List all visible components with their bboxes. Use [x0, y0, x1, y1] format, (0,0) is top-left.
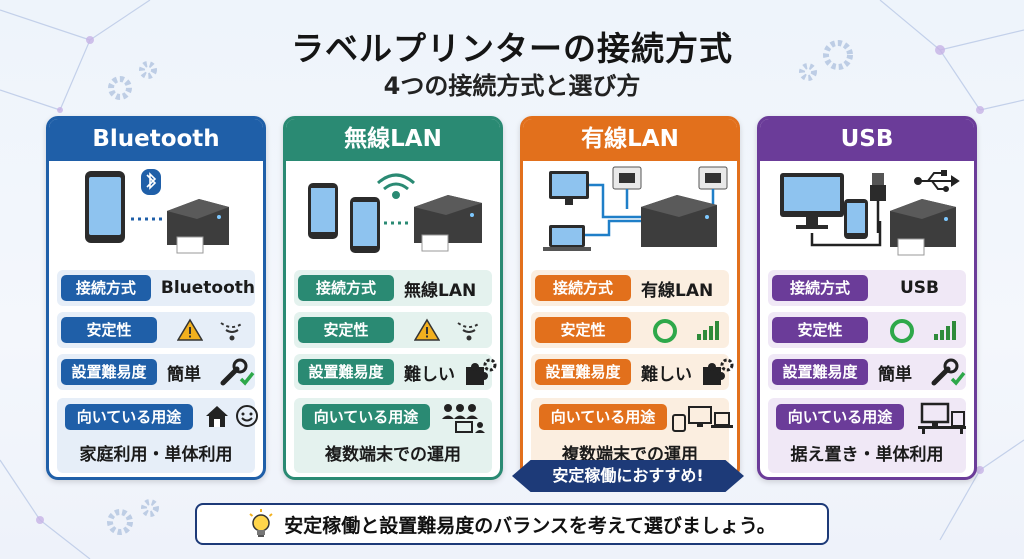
- page-title: ラベルプリンターの接続方式: [291, 29, 733, 68]
- row-stability: 安定性: [57, 312, 255, 348]
- house-icon: [206, 406, 228, 427]
- difficulty-label: 設置難易度: [535, 359, 631, 385]
- usage-label: 向いている用途: [302, 404, 430, 430]
- card-wired-lan: 有線LAN: [520, 116, 740, 480]
- desktop-monitor-icon: [549, 171, 589, 205]
- row-usage: 向いている用途 据え置き・単体利用: [768, 398, 966, 473]
- method-value: 有線LAN: [641, 280, 714, 301]
- warning-icon: [177, 318, 203, 341]
- difficulty-label: 設置難易度: [61, 359, 157, 385]
- strong-signal-icon: [934, 321, 956, 340]
- label-printer-icon: [414, 195, 482, 252]
- usb-illustration: [760, 161, 974, 267]
- smartphone-icon: [308, 183, 338, 239]
- smartphone-icon: [844, 199, 868, 239]
- label-printer-icon: [890, 199, 956, 256]
- card-usb: USB: [757, 116, 977, 480]
- row-usage: 向いている用途 家庭利用・単体利用: [57, 398, 258, 473]
- puzzle-gear-icon: [466, 358, 497, 385]
- usage-label: 向いている用途: [65, 404, 193, 430]
- ethernet-port-icon: [698, 166, 728, 190]
- usage-value: 家庭利用・単体利用: [79, 445, 233, 465]
- smartphone-icon: [85, 171, 125, 243]
- usage-value: 据え置き・単体利用: [790, 445, 944, 465]
- row-stability: 安定性: [294, 312, 492, 348]
- recommended-badge: 安定稼働におすすめ!: [512, 460, 744, 492]
- wrench-check-icon: [931, 358, 966, 386]
- row-difficulty: 設置難易度 簡単: [57, 354, 255, 390]
- card-title: 有線LAN: [523, 119, 737, 161]
- difficulty-value: 簡単: [878, 364, 912, 385]
- difficulty-label: 設置難易度: [772, 359, 868, 385]
- lightbulb-icon: [249, 509, 273, 537]
- desktop-monitor-icon: [780, 173, 844, 229]
- card-wireless-lan: 無線LAN 接続方式 無線LAN: [283, 116, 503, 480]
- card-title: USB: [760, 119, 974, 161]
- method-value: USB: [900, 278, 940, 298]
- bluetooth-icon: [141, 169, 161, 195]
- footer-tip: 安定稼働と設置難易度のバランスを考えて選びましょう。: [195, 503, 829, 545]
- strong-signal-icon: [697, 321, 719, 340]
- circle-ok-icon: [890, 319, 914, 343]
- card-bluetooth: Bluetooth 接続方式 Bluetooth 安定性: [46, 116, 266, 480]
- difficulty-value: 難しい: [404, 364, 455, 385]
- row-stability: 安定性: [768, 312, 966, 348]
- stability-label: 安定性: [535, 317, 631, 343]
- usage-value: 複数端末での運用: [325, 445, 461, 465]
- difficulty-value: 難しい: [641, 364, 692, 385]
- stability-label: 安定性: [61, 317, 157, 343]
- method-label: 接続方式: [535, 275, 631, 301]
- smile-icon: [236, 405, 258, 427]
- usage-label: 向いている用途: [539, 404, 667, 430]
- row-method: 接続方式 USB: [768, 270, 966, 306]
- difficulty-label: 設置難易度: [298, 359, 394, 385]
- row-difficulty: 設置難易度 簡単: [768, 354, 966, 390]
- method-value: Bluetooth: [160, 278, 255, 298]
- ethernet-port-icon: [612, 166, 642, 190]
- card-title: Bluetooth: [49, 119, 263, 161]
- row-difficulty: 設置難易度 難しい: [531, 354, 734, 390]
- usage-label: 向いている用途: [776, 404, 904, 430]
- usb-symbol-icon: [914, 170, 960, 192]
- label-printer-icon: [641, 195, 717, 247]
- label-printer-icon: [167, 199, 229, 254]
- method-label: 接続方式: [61, 275, 151, 301]
- method-label: 接続方式: [772, 275, 868, 301]
- wireless-lan-illustration: [286, 161, 500, 267]
- puzzle-gear-icon: [703, 358, 734, 385]
- row-method: 接続方式 Bluetooth: [57, 270, 255, 306]
- wifi-icon: [377, 173, 415, 199]
- row-method: 接続方式 有線LAN: [531, 270, 729, 306]
- difficulty-value: 簡単: [167, 364, 201, 385]
- weak-signal-icon: [457, 322, 481, 341]
- laptop-icon: [543, 225, 591, 251]
- card-title: 無線LAN: [286, 119, 500, 161]
- stability-label: 安定性: [298, 317, 394, 343]
- bluetooth-illustration: [49, 161, 263, 267]
- footer-text: 安定稼働と設置難易度のバランスを考えて選びましょう。: [284, 514, 776, 537]
- weak-signal-icon: [220, 322, 244, 341]
- stability-label: 安定性: [772, 317, 868, 343]
- method-label: 接続方式: [298, 275, 394, 301]
- circle-ok-icon: [653, 319, 677, 343]
- page-subtitle: 4つの接続方式と選び方: [383, 72, 641, 100]
- row-difficulty: 設置難易度 難しい: [294, 354, 497, 390]
- method-value: 無線LAN: [404, 280, 477, 301]
- desk-pc-icon: [918, 402, 966, 434]
- row-usage: 向いている用途 複数端末での運用: [294, 398, 492, 473]
- warning-icon: [414, 318, 440, 341]
- people-devices-icon: [442, 404, 485, 433]
- wrench-check-icon: [220, 358, 255, 386]
- usb-plug-icon: [870, 173, 886, 201]
- smartphone-icon: [350, 197, 380, 253]
- row-stability: 安定性: [531, 312, 729, 348]
- wired-lan-illustration: [523, 161, 737, 267]
- multiple-devices-icon: [672, 406, 733, 432]
- row-method: 接続方式 無線LAN: [294, 270, 492, 306]
